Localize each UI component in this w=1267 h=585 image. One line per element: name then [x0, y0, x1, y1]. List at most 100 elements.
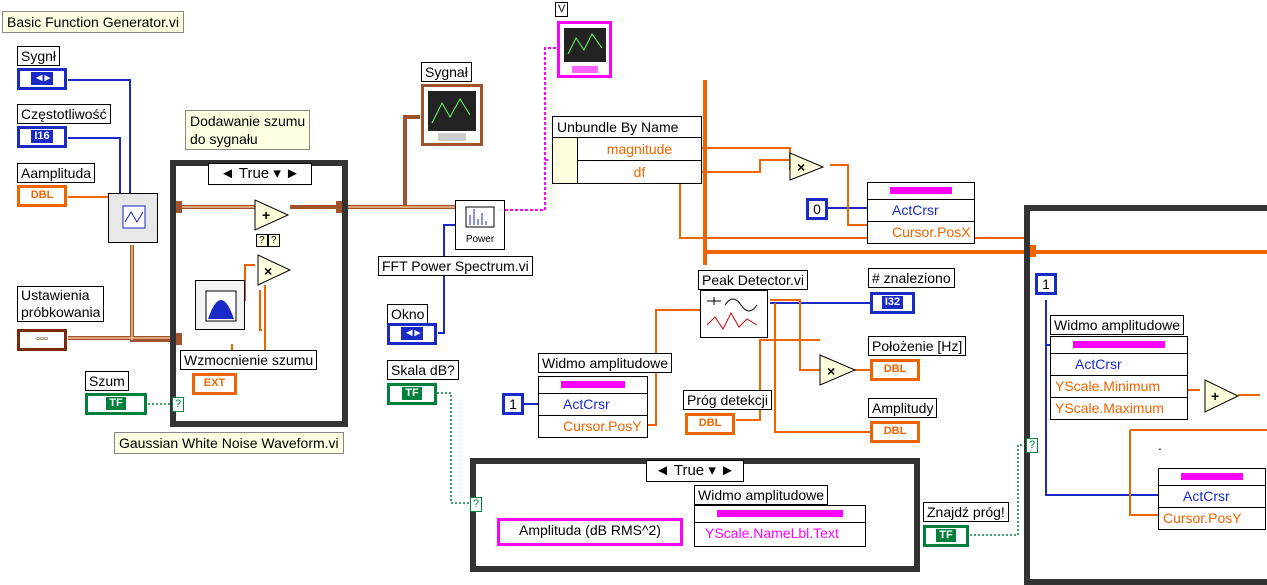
widmo-name-title: Widmo amplitudowe [694, 485, 829, 505]
gaussian-icon [205, 290, 237, 322]
peak-detector-label: Peak Detector.vi [698, 270, 808, 290]
czestotliwosc-label: Częstotliwość [17, 104, 111, 124]
aamplituda-terminal[interactable]: DBL [17, 185, 67, 207]
case-input-2: ? [470, 497, 483, 512]
skala-db-label: Skala dB? [387, 360, 459, 380]
wzmocnienie-terminal[interactable]: EXT [192, 373, 237, 395]
fft-power-spectrum-icon[interactable]: Power [455, 200, 505, 250]
dropdown-icon[interactable]: ▾ [708, 462, 716, 479]
one-constant-a[interactable]: 1 [502, 393, 524, 415]
svg-text:×: × [264, 263, 272, 279]
sygnal-graph-indicator[interactable] [421, 84, 483, 146]
dropdown-icon[interactable]: ▾ [273, 165, 281, 182]
property-actcrsr: ActCrsr [1159, 486, 1265, 508]
cursor-posy-right-property-node[interactable]: ActCrsr Cursor.PosY [1158, 468, 1266, 530]
okno-terminal[interactable]: ◄▸ [387, 323, 437, 345]
property-cursor-posy: Cursor.PosY [1163, 510, 1242, 526]
case-input-1: ? [172, 397, 185, 412]
function-generator-icon[interactable] [108, 193, 158, 243]
property-bar [890, 187, 952, 194]
ustawienia-label: Ustawienia próbkowania [17, 286, 105, 322]
property-yscale-namelbl: YScale.NameLbl.Text [705, 525, 839, 541]
property-yscale-minimum: YScale.Minimum [1051, 376, 1187, 398]
unbundle-field-magnitude: magnitude [578, 138, 701, 161]
polozenie-label: Położenie [Hz] [868, 336, 967, 356]
sygnal-label: Sygnł [17, 46, 61, 66]
property-header [695, 506, 865, 523]
skala-db-terminal[interactable]: TF [387, 383, 437, 405]
property-bar [1073, 341, 1165, 348]
property-yscale-maximum: YScale.Maximum [1055, 400, 1164, 416]
peak-icon [706, 297, 758, 330]
left-arrow-icon[interactable]: ◄ [220, 165, 235, 182]
v-graph-indicator[interactable] [557, 21, 612, 78]
ring-icon: ◄▸ [30, 72, 54, 85]
znajdz-prog-terminal[interactable]: TF [923, 525, 969, 547]
one-constant-b[interactable]: 1 [1035, 273, 1057, 295]
error-terminal-2: ? [268, 234, 280, 247]
add-node [254, 199, 290, 231]
ext-type: EXT [203, 377, 226, 389]
fft-label: FFT Power Spectrum.vi [378, 256, 533, 276]
ustawienia-terminal[interactable]: ▫▫▫ [17, 329, 67, 351]
zero-constant[interactable]: 0 [806, 198, 828, 220]
unbundle-title: Unbundle By Name [553, 117, 701, 138]
right-arrow-icon[interactable]: ► [720, 462, 735, 479]
cursor-posx-property-node[interactable]: ActCrsr Cursor.PosX [867, 182, 975, 244]
prog-detekcji-terminal[interactable]: DBL [685, 413, 735, 435]
widmo-posy-property-node[interactable]: ActCrsr Cursor.PosY [538, 376, 648, 438]
graph-icon [428, 91, 476, 141]
property-header [1051, 337, 1187, 354]
sygnal-terminal[interactable]: ◄▸ [17, 68, 67, 90]
property-header [868, 183, 974, 200]
dot-text: . [1155, 436, 1165, 454]
property-bar [1181, 473, 1243, 480]
cluster-type: ▫▫▫ [36, 333, 48, 345]
svg-text:×: × [797, 159, 805, 175]
dbl-type: DBL [30, 189, 54, 201]
graph-icon [564, 28, 606, 73]
widmo-name-property-node[interactable]: YScale.NameLbl.Text [694, 505, 866, 547]
svg-text:+: + [262, 207, 270, 223]
peak-detector-icon[interactable] [700, 290, 768, 338]
szum-label: Szum [85, 371, 129, 391]
case-selector-2[interactable]: ◄ True ▾ ► [646, 460, 744, 482]
unbundle-by-name-node[interactable]: Unbundle By Name magnitude df [552, 116, 702, 184]
amplituda-string-constant[interactable]: Amplituda (dB RMS^2) [497, 518, 683, 546]
gaussian-noise-icon[interactable] [195, 280, 245, 330]
wire-czestotliwosc [68, 137, 121, 205]
znaleziono-label: # znaleziono [868, 268, 955, 288]
ring-icon: ◄▸ [400, 327, 424, 340]
property-cursor-posx: Cursor.PosX [892, 224, 971, 240]
i32-type: I32 [881, 296, 904, 309]
property-bar [717, 510, 843, 517]
left-arrow-icon[interactable]: ◄ [655, 462, 670, 479]
waveform-icon [122, 205, 146, 229]
add-node-2 [1204, 379, 1240, 413]
wire-one-b-down [1045, 345, 1160, 496]
property-actcrsr: ActCrsr [1051, 354, 1187, 376]
title-label: Basic Function Generator.vi [2, 11, 184, 33]
dodawanie-comment: Dodawanie szumu do sygnału [185, 110, 311, 150]
widmo-scale-property-node[interactable]: ActCrsr YScale.Minimum YScale.Maximum [1050, 336, 1188, 420]
multiply-node-3 [819, 354, 857, 386]
czestotliwosc-terminal[interactable]: I16 [17, 126, 67, 148]
tf-type: TF [106, 397, 126, 410]
case-selector-1[interactable]: ◄ True ▾ ► [208, 163, 312, 185]
szum-terminal[interactable]: TF [85, 393, 147, 415]
property-header [539, 377, 647, 394]
case-input-3: ? [1026, 438, 1039, 453]
aamplituda-label: Aamplituda [17, 163, 96, 183]
right-arrow-icon[interactable]: ► [285, 165, 300, 182]
error-terminal: ? [256, 234, 268, 247]
widmo-posy-title: Widmo amplitudowe [538, 353, 673, 373]
fft-icon-text: Power [465, 234, 495, 245]
polozenie-terminal[interactable]: DBL [870, 359, 920, 381]
amplitudy-terminal[interactable]: DBL [870, 421, 920, 443]
case-selector-value: True [673, 462, 705, 479]
znaleziono-terminal[interactable]: I32 [870, 292, 915, 314]
dbl-type: DBL [698, 417, 722, 429]
unbundle-field-df: df [633, 164, 646, 180]
znajdz-prog-label: Znajdź próg! [923, 502, 1009, 522]
spectrum-icon [465, 206, 495, 228]
